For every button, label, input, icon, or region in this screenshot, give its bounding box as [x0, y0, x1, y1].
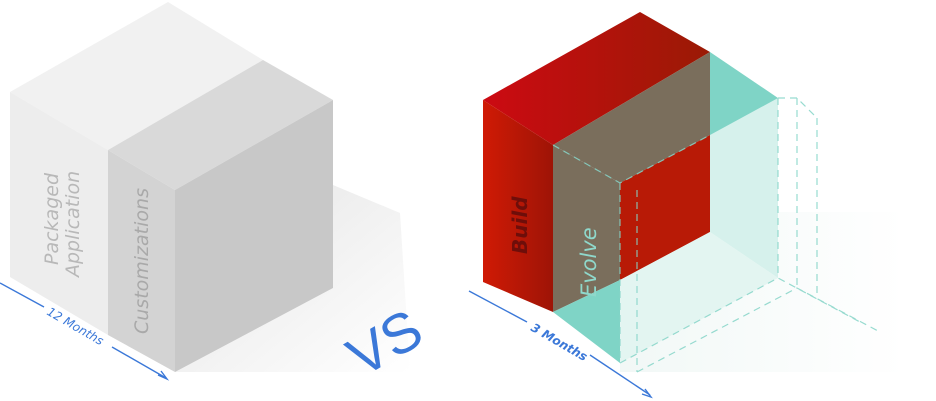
twelve-months-arrow: [0, 282, 170, 381]
evolve-top-face: [553, 52, 710, 183]
build-label: Build: [508, 196, 532, 254]
left-block-top-custom: [108, 60, 333, 190]
teal-bottom: [553, 280, 620, 363]
customizations-label: Customizations: [131, 188, 153, 334]
teal-translucent-floor: [620, 232, 778, 363]
build-evolve-block: [483, 12, 905, 373]
left-block-top-face: [10, 2, 263, 150]
evolve-label: Evolve: [577, 227, 601, 297]
build-left-face: [483, 100, 553, 312]
future-iteration-outlines: [552, 97, 881, 373]
packaged-application-block: [10, 2, 410, 372]
packaged-label-line2: Application: [62, 171, 84, 279]
build-top-face: [483, 12, 710, 145]
evolve-front-face: [553, 145, 620, 312]
packaged-label-line1: Packaged: [41, 172, 63, 265]
left-block-front-face: [175, 100, 333, 372]
three-months-arrow: [468, 290, 653, 399]
left-block-left-face: [10, 92, 108, 335]
teal-translucent-side: [710, 98, 778, 278]
left-block-shadow: [175, 185, 410, 372]
left-block-mid-face: [108, 150, 175, 372]
